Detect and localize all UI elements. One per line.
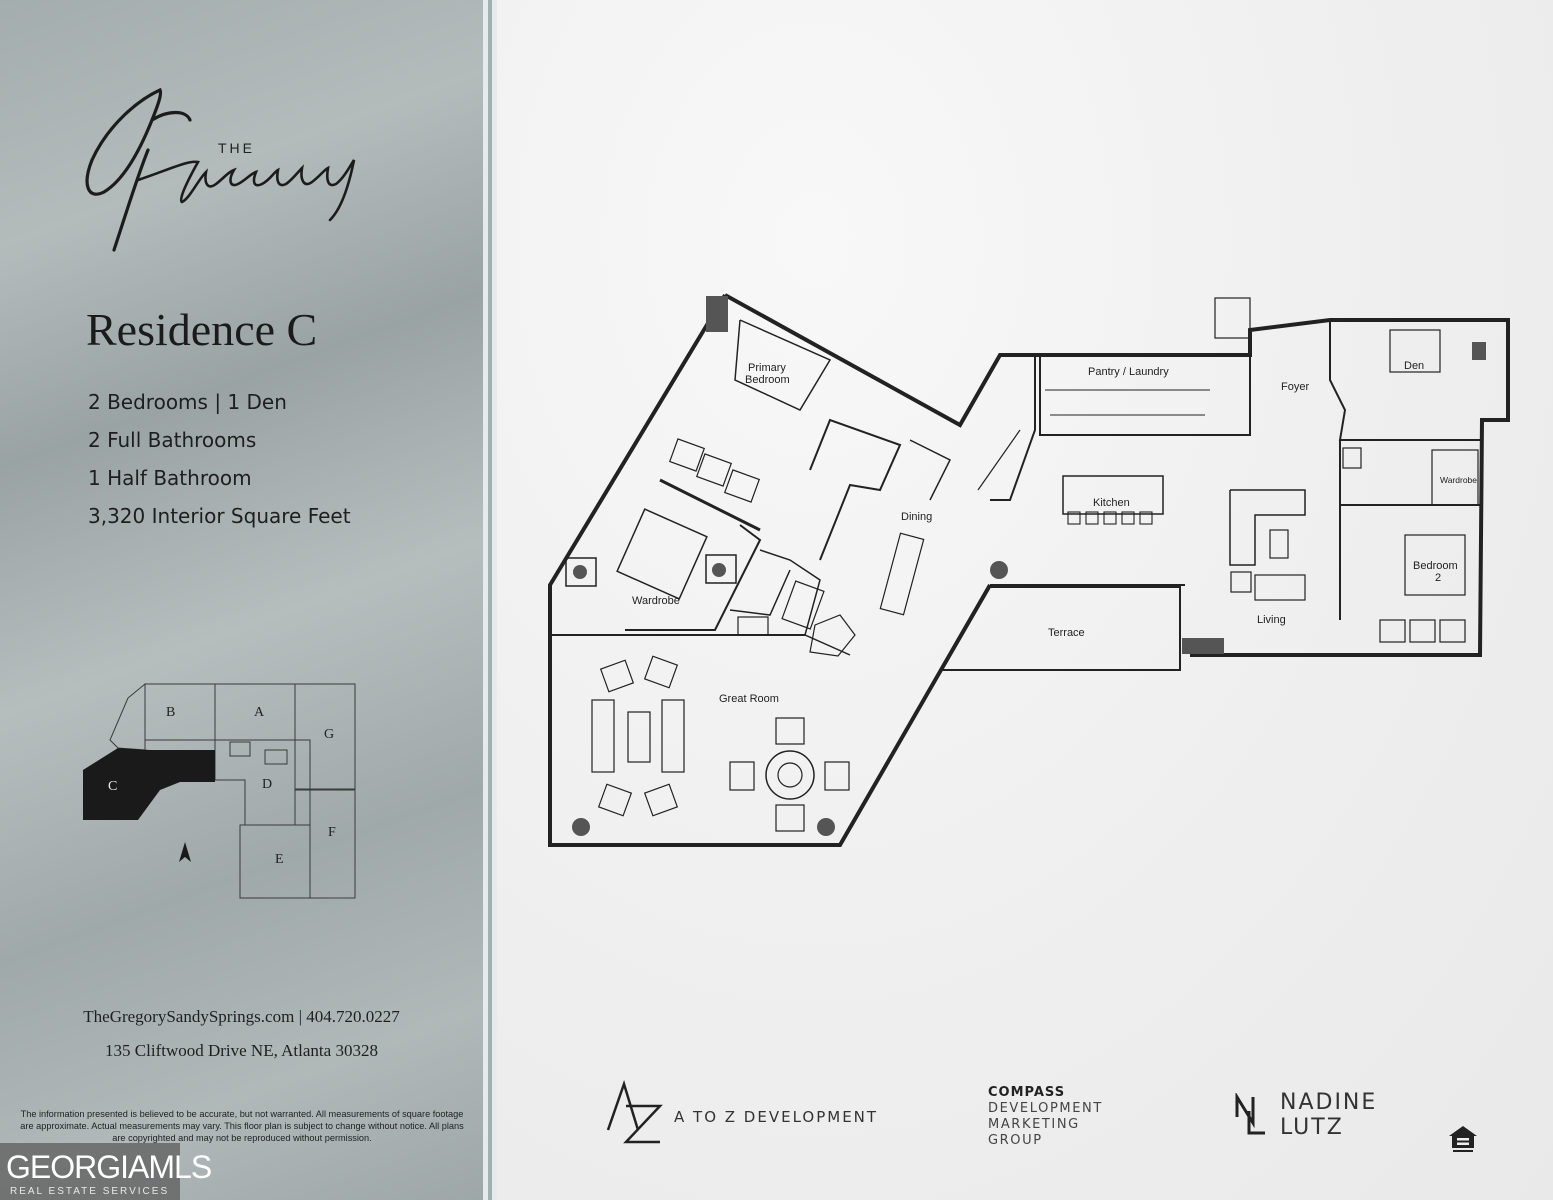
label-primary-bedroom-1: Primary	[748, 362, 786, 374]
residence-title: Residence C	[86, 304, 318, 355]
key-plan-unit-c-highlight	[83, 748, 215, 820]
compass-line-1: COMPASS	[988, 1085, 1066, 1100]
floor-plan: Primary Bedroom Wardrobe Dining Great Ro…	[548, 293, 1510, 847]
key-unit-c: C	[108, 779, 117, 794]
nadine-lutz-mark	[1235, 1093, 1265, 1135]
spec-full-baths: 2 Full Bathrooms	[88, 428, 257, 452]
key-unit-b: B	[166, 705, 175, 720]
floorplan-panel: Primary Bedroom Wardrobe Dining Great Ro…	[497, 0, 1553, 1200]
key-plan: B A G C D F E	[83, 682, 356, 899]
label-wardrobe: Wardrobe	[632, 595, 680, 607]
label-pantry-laundry: Pantry / Laundry	[1088, 366, 1169, 378]
watermark-sub: REAL ESTATE SERVICES	[10, 1186, 170, 1197]
logo-the-text: THE	[218, 140, 255, 156]
compass-line-2: DEVELOPMENT	[988, 1101, 1103, 1116]
label-great-room: Great Room	[719, 693, 779, 705]
compass-line-4: GROUP	[988, 1133, 1043, 1148]
watermark-main: GEORGIAMLS	[6, 1149, 212, 1185]
az-development-text: A TO Z DEVELOPMENT	[674, 1108, 879, 1126]
label-terrace: Terrace	[1048, 627, 1085, 639]
nadine-line-2: LUTZ	[1280, 1115, 1344, 1140]
key-unit-e: E	[275, 852, 284, 867]
spec-bedrooms: 2 Bedrooms | 1 Den	[88, 390, 287, 414]
label-bedroom-2-2: 2	[1435, 572, 1441, 584]
spec-square-feet: 3,320 Interior Square Feet	[88, 504, 351, 528]
georgia-mls-watermark: GEORGIAMLS REAL ESTATE SERVICES	[0, 1143, 212, 1200]
label-living: Living	[1257, 614, 1286, 626]
spec-half-bath: 1 Half Bathroom	[88, 466, 252, 490]
info-panel: THE Residence C 2 Bedrooms | 1 Den 2 Ful…	[0, 0, 483, 1200]
az-logo-mark	[606, 1080, 663, 1144]
contact-address: 135 Cliftwood Drive NE, Atlanta 30328	[105, 1041, 378, 1060]
label-foyer: Foyer	[1281, 381, 1309, 393]
compass-line-3: MARKETING	[988, 1117, 1080, 1132]
panel-divider	[483, 0, 497, 1200]
compass-dmg-logo: COMPASS DEVELOPMENT MARKETING GROUP	[988, 1085, 1103, 1149]
key-unit-d: D	[262, 777, 272, 792]
north-arrow-icon	[179, 842, 191, 862]
label-wardrobe-2: Wardrobe	[1440, 475, 1477, 485]
label-dining: Dining	[901, 511, 932, 523]
label-kitchen: Kitchen	[1093, 497, 1130, 509]
disclaimer: The information presented is believed to…	[20, 1109, 464, 1143]
key-unit-a: A	[254, 705, 265, 720]
label-primary-bedroom-2: Bedroom	[745, 374, 790, 386]
nadine-lutz-text: NADINE LUTZ	[1280, 1090, 1377, 1140]
equal-housing-icon	[1449, 1126, 1477, 1152]
gregory-logo-script	[85, 87, 356, 252]
nadine-line-1: NADINE	[1280, 1090, 1378, 1115]
key-unit-f: F	[328, 825, 336, 840]
key-unit-g: G	[324, 727, 334, 742]
contact-web-phone: TheGregorySandySprings.com | 404.720.022…	[83, 1007, 400, 1026]
label-den: Den	[1404, 360, 1424, 372]
label-bedroom-2-1: Bedroom	[1413, 560, 1458, 572]
